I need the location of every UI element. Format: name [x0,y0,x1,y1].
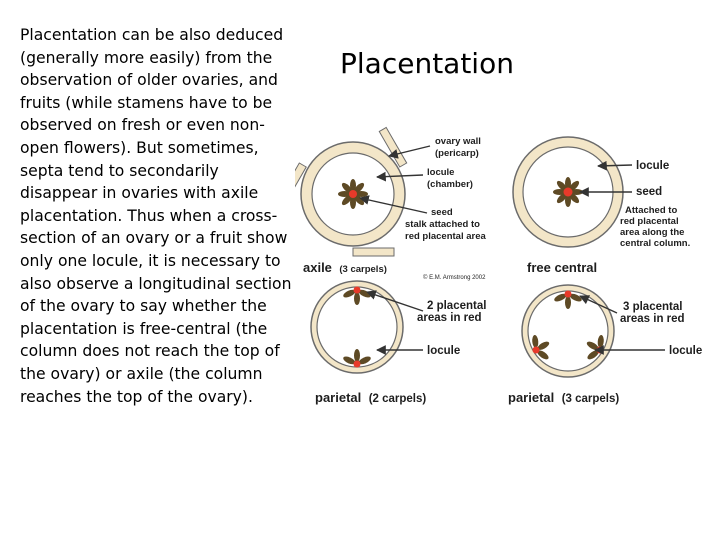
parietal-3-left-placenta [531,334,551,362]
axile-locule-label: locule (chamber) [427,167,473,190]
parietal-2-bottom-placenta [342,349,372,368]
free-central-seed-label: seed [636,186,662,198]
axile-seed-arrow [359,195,428,214]
description-paragraph: Placentation can be also deduced (genera… [20,26,292,406]
free-central-placenta-note: Attached to red placental area along the… [620,205,690,249]
axile-ovary-wall-arrow [388,145,431,159]
parietal-2-diagram: 2 placental areas in red locule parietal… [310,280,490,406]
free-central-caption: free central [527,260,597,275]
axile-septum-2 [352,247,395,257]
axile-septum-3 [295,162,307,204]
axile-ovary-wall-label: ovary wall (pericarp) [435,136,484,159]
parietal-3-top-placenta [553,290,583,309]
axile-caption: axile (3 carpels) [303,259,387,276]
placentation-diagram: ovary wall (pericarp) locule (chamber) s… [295,126,702,406]
parietal-2-top-placenta [342,286,372,305]
free-central-seed-cluster [553,177,583,207]
parietal-2-placental-arrow [366,290,424,312]
parietal-3-placental-label: 3 placental areas in red [620,301,686,325]
axile-diagram: ovary wall (pericarp) locule (chamber) s… [295,126,487,276]
parietal-3-placental-arrow [579,295,618,314]
parietal-2-locule-label: locule [427,345,460,357]
axile-locule-arrow [376,171,424,182]
free-central-diagram: locule seed Attached to red placental ar… [512,136,690,275]
page-title: Placentation [340,47,514,80]
copyright-text: © E.M. Armstrong 2002 [423,274,486,281]
axile-seed-label: seed stalk attached to red placental are… [405,207,487,242]
parietal-3-locule-label: locule [669,345,702,357]
parietal-3-caption: parietal (3 carpels) [508,389,619,406]
parietal-3-diagram: 3 placental areas in red locule parietal… [508,284,702,406]
parietal-2-caption: parietal (2 carpels) [315,389,426,406]
parietal-2-placental-label: 2 placental areas in red [417,300,490,324]
axile-seed-cluster [338,179,368,209]
free-central-locule-arrow [597,160,633,171]
free-central-locule-label: locule [636,160,669,172]
